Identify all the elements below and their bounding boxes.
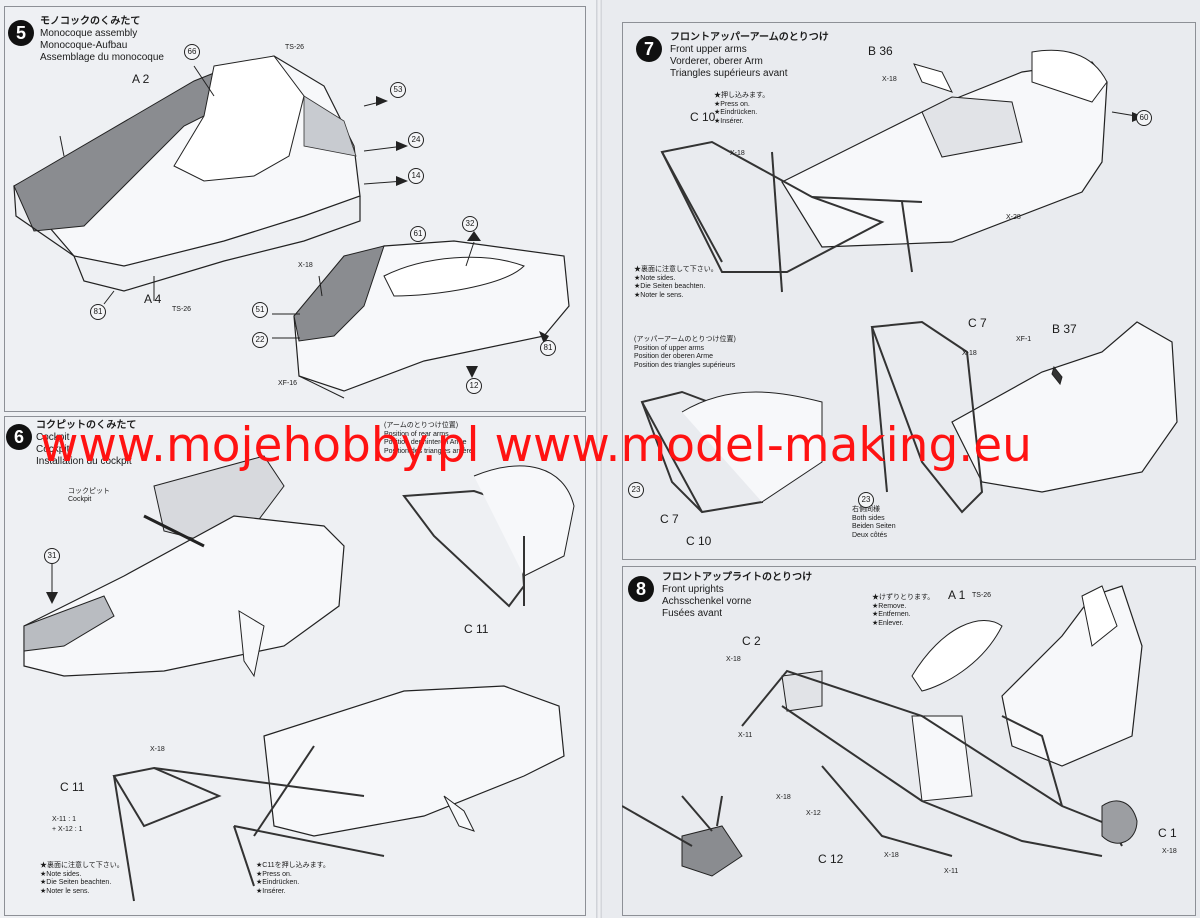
label-xf16: XF-16 xyxy=(278,380,298,387)
label-x18: X-18 xyxy=(298,262,313,269)
step-6-right-jp: (アームのとりつけ位置) xyxy=(384,422,459,429)
part-53: 53 xyxy=(390,82,406,98)
label-c11-upper: C 11 xyxy=(464,622,489,636)
label-c10-upper: C 10 xyxy=(690,110,716,124)
step-6-note-press: ★C11を押し込みます。 ★Press on. ★Eindrücken. ★In… xyxy=(256,862,330,895)
step-7-position-title: (アッパーアームのとりつけ位置) Position of upper arms … xyxy=(634,336,736,369)
step-6-right-de: Position der hinteren Arme xyxy=(384,439,467,446)
label-x12-step6: + X-12 : 1 xyxy=(52,826,83,833)
step-5-title: モノコックのくみたて Monocoque assembly Monocoque-… xyxy=(40,16,164,64)
step-8-title-jp: フロントアップライトのとりつけ xyxy=(662,572,813,583)
step-5-panel xyxy=(4,6,586,412)
label-x18-b36: X-18 xyxy=(882,76,897,83)
part-60: 60 xyxy=(1136,110,1152,126)
label-c7-upper: C 7 xyxy=(968,316,987,330)
label-x12-step8: X-12 xyxy=(806,810,821,817)
cockpit-drawing xyxy=(23,455,575,902)
step-7-title: フロントアッパーアームのとりつけ Front upper arms Vorder… xyxy=(670,32,829,80)
label-b37: B 37 xyxy=(1052,322,1077,336)
step-5-title-fr: Assemblage du monocoque xyxy=(40,52,164,63)
label-x11-step6: X-11 : 1 xyxy=(52,816,76,823)
monocoque-drawing xyxy=(13,55,570,399)
step-8-title-fr: Fusées avant xyxy=(662,608,723,619)
step-8-title-en: Front uprights xyxy=(662,584,724,595)
part-66: 66 xyxy=(184,44,200,60)
step-6-right-title: (アームのとりつけ位置) Position of rear arms Posit… xyxy=(384,422,473,456)
label-x18-right: X-18 xyxy=(1162,848,1177,855)
step-6-panel xyxy=(4,416,586,916)
part-22: 22 xyxy=(252,332,268,348)
step-6-right-en: Position of rear arms xyxy=(384,430,449,438)
step-6-title-jp: コクピットのくみたて xyxy=(36,420,137,431)
label-c7-lower: C 7 xyxy=(660,512,679,526)
step-7-title-en: Front upper arms xyxy=(670,44,747,55)
label-c2: C 2 xyxy=(742,634,761,648)
label-b36: B 36 xyxy=(868,44,893,58)
part-14: 14 xyxy=(408,168,424,184)
step-5-number: 5 xyxy=(8,20,34,46)
label-c10-lower: C 10 xyxy=(686,534,712,548)
step-7-title-jp: フロントアッパーアームのとりつけ xyxy=(670,32,829,43)
label-x18-c7: X-18 xyxy=(962,350,977,357)
step-6-right-fr: Position des triangles arrière xyxy=(384,447,473,455)
label-ts26-a: TS-26 xyxy=(285,44,305,51)
step-7-note-press: ★押し込みます。 ★Press on. ★Eindrücken. ★Insére… xyxy=(714,92,770,125)
part-81-a: 81 xyxy=(90,304,106,320)
part-12: 12 xyxy=(466,378,482,394)
step-7-title-de: Vorderer, oberer Arm xyxy=(670,56,763,67)
label-x11-upper: X-11 xyxy=(738,732,753,739)
part-32: 32 xyxy=(462,216,478,232)
step-6-number: 6 xyxy=(6,424,32,450)
step-8-note-remove: ★けずりとります。 ★Remove. ★Entfernen. ★Enlever. xyxy=(872,594,935,627)
part-23-right: 23 xyxy=(858,492,874,508)
step-8-title: フロントアップライトのとりつけ Front uprights Achsschen… xyxy=(662,572,812,620)
step-8-panel xyxy=(622,566,1196,916)
label-c11-lower: C 11 xyxy=(60,780,85,794)
part-24: 24 xyxy=(408,132,424,148)
step-6-title-de: Cockpit xyxy=(36,444,70,455)
step-7-number: 7 xyxy=(636,36,662,62)
cockpit-label-jp: コックピット xyxy=(68,488,110,495)
label-c12: C 12 xyxy=(818,852,844,866)
label-x28: X-28 xyxy=(1006,214,1021,221)
label-x18-left: X-18 xyxy=(776,794,791,801)
watermark-text: www.mojehobby.pl www.model-making.eu xyxy=(40,418,1032,473)
step-6-title-en: Cockpit xyxy=(36,432,70,443)
label-x18-c2: X-18 xyxy=(726,656,741,663)
label-x18-bottom: X-18 xyxy=(884,852,899,859)
step-7-note-both: 右側同様 Both sides Beiden Seiten Deux côtés xyxy=(852,506,896,539)
page-fold xyxy=(596,0,602,918)
label-ts26-step8: TS-26 xyxy=(972,592,992,599)
label-ts26-b: TS-26 xyxy=(172,306,192,313)
cockpit-label-en: Cockpit xyxy=(68,496,92,503)
part-31: 31 xyxy=(44,548,60,564)
label-c1: C 1 xyxy=(1158,826,1177,840)
label-x11-lower: X-11 xyxy=(944,868,959,875)
label-x18-c10: X-18 xyxy=(730,150,745,157)
label-a1: A 1 xyxy=(948,588,966,602)
step-7-panel xyxy=(622,22,1196,560)
step-7-note-sides: ★裏面に注意して下さい。 ★Note sides. ★Die Seiten be… xyxy=(634,266,718,299)
part-81-b: 81 xyxy=(540,340,556,356)
step-6-title: コクピットのくみたて Cockpit Cockpit Installation … xyxy=(36,420,136,468)
label-a2: A 2 xyxy=(132,72,150,86)
front-uprights-drawing xyxy=(622,585,1143,877)
step-8-number: 8 xyxy=(628,576,654,602)
step-6-note-sides: ★裏面に注意して下さい。 ★Note sides. ★Die Seiten be… xyxy=(40,862,124,895)
step-6-title-fr: Installation du cockpit xyxy=(36,456,132,467)
label-xf1: XF-1 xyxy=(1016,336,1032,343)
step-7-title-fr: Triangles supérieurs avant xyxy=(670,68,788,79)
part-61: 61 xyxy=(410,226,426,242)
step-8-title-de: Achsschenkel vorne xyxy=(662,596,752,607)
label-a4: A 4 xyxy=(144,292,162,306)
label-x18-step6: X-18 xyxy=(150,746,165,753)
upper-arms-drawing xyxy=(640,49,1178,514)
part-51: 51 xyxy=(252,302,268,318)
step-5-title-en: Monocoque assembly xyxy=(40,28,138,39)
part-23-left: 23 xyxy=(628,482,644,498)
step-5-title-de: Monocoque-Aufbau xyxy=(40,40,128,51)
step-5-title-jp: モノコックのくみたて xyxy=(40,16,141,27)
